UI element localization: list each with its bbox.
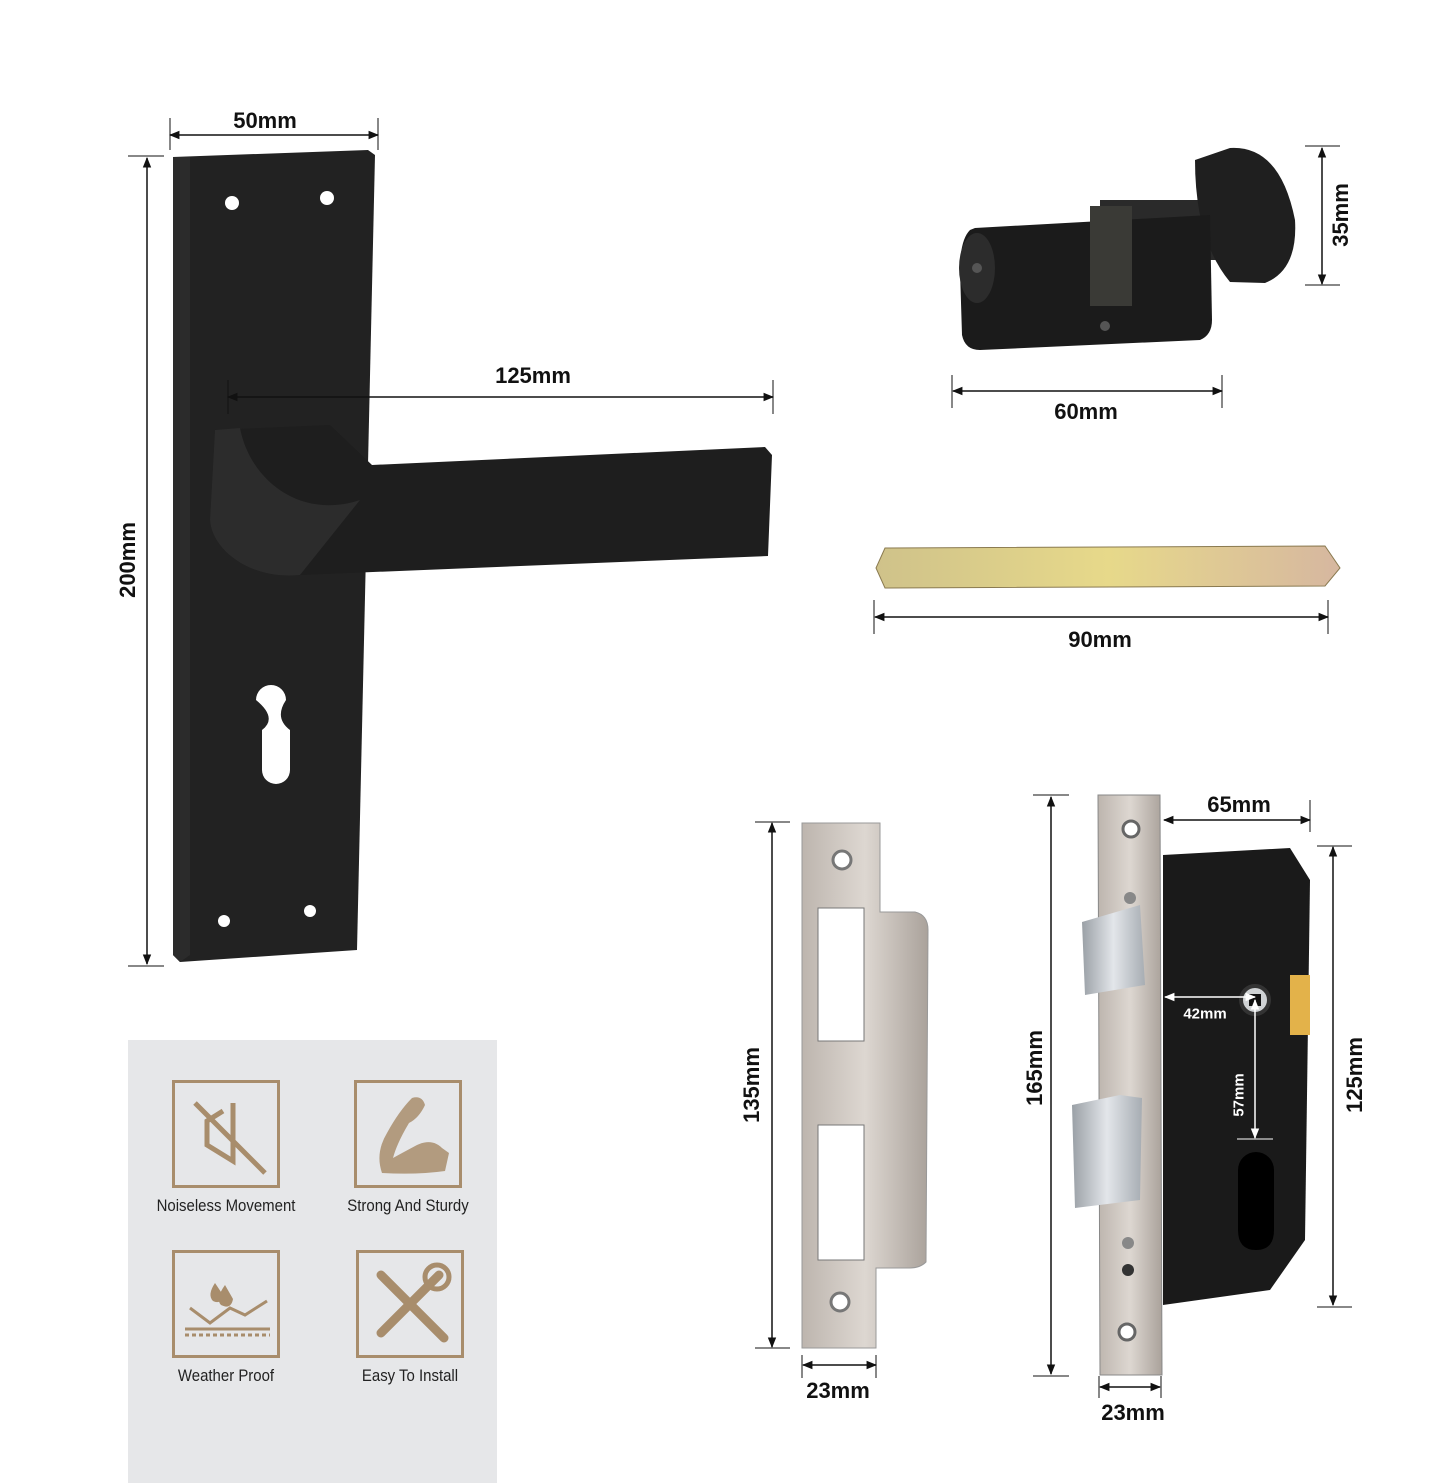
dim-forend-width: 23mm — [1101, 1400, 1165, 1425]
dim-lever-length: 125mm — [495, 363, 571, 388]
dim-cylinder-length: 60mm — [1054, 399, 1118, 424]
spindle — [875, 545, 1341, 589]
flexed-arm-icon — [354, 1080, 462, 1188]
tools-icon — [356, 1250, 464, 1358]
dim-forend-height: 165mm — [1022, 1030, 1047, 1106]
door-handle-plate — [173, 150, 772, 962]
dim-plate-width: 50mm — [233, 108, 297, 133]
water-drops-icon — [172, 1250, 280, 1358]
dim-spindle-length: 90mm — [1068, 627, 1132, 652]
feature-strong: Strong And Sturdy — [318, 1080, 498, 1216]
dim-body-height: 125mm — [1342, 1037, 1367, 1113]
features-panel: Noiseless Movement Strong And Sturdy Wea… — [128, 1040, 497, 1483]
feature-easy-install: Easy To Install — [320, 1250, 500, 1386]
lock-cylinder — [959, 147, 1296, 350]
dim-centre-distance: 57mm — [1230, 1073, 1248, 1117]
mute-speaker-icon — [172, 1080, 280, 1188]
dim-strike-height: 135mm — [739, 1047, 764, 1123]
dim-body-depth: 65mm — [1207, 792, 1271, 817]
dim-strike-width: 23mm — [806, 1378, 870, 1403]
feature-noiseless: Noiseless Movement — [136, 1080, 316, 1216]
strike-plate — [801, 822, 929, 1349]
dim-plate-height: 200mm — [115, 522, 140, 598]
dim-cylinder-height: 35mm — [1328, 183, 1353, 247]
dim-backset: 42mm — [1183, 1005, 1227, 1023]
mortise-lock-body — [1072, 794, 1310, 1376]
feature-weather: Weather Proof — [136, 1250, 316, 1386]
